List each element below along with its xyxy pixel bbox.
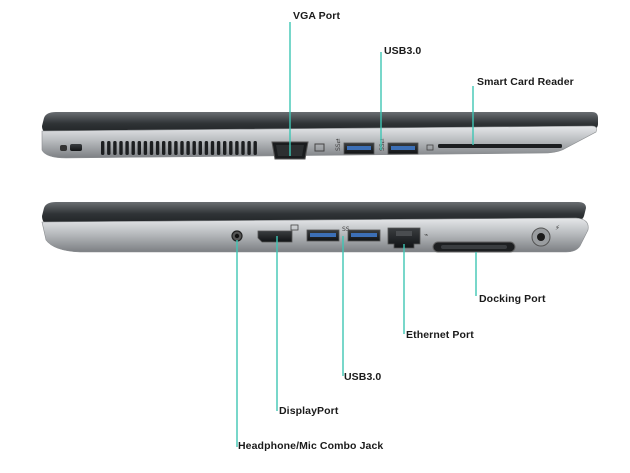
vent-slit [235, 141, 239, 155]
usb-bottom-label: USB3.0 [344, 371, 382, 383]
lock-slot [70, 144, 82, 151]
power-icon: ⚡ [555, 224, 560, 232]
usb-symbol-icon: SS [342, 226, 350, 233]
vent-slit [204, 141, 209, 155]
vent-slit [143, 141, 148, 155]
vent-slit [113, 141, 117, 155]
monitor-icon [314, 143, 325, 152]
vent-grille [101, 141, 257, 155]
vent-slit [155, 141, 160, 155]
vent-slit [186, 141, 190, 155]
network-icon: ⌁ [424, 231, 428, 239]
laptop-right-side-view: SS ⌁ ⚡ [41, 202, 589, 253]
headphone-jack-label: Headphone/Mic Combo Jack [238, 440, 384, 452]
vent-slit [149, 141, 154, 155]
leader-lines [236, 22, 477, 447]
vent-slit [131, 141, 135, 155]
displayport-label: DisplayPort [279, 405, 339, 417]
vent-slit [180, 141, 184, 155]
vent-slit [125, 141, 129, 155]
vent-slit [241, 141, 245, 155]
usb-top-label: USB3.0 [384, 45, 422, 57]
vent-slit [107, 141, 111, 155]
vent-slit [247, 141, 251, 155]
vent-slit [229, 141, 233, 155]
vent-slit [137, 141, 141, 155]
smart-card-slot [438, 144, 562, 148]
laptop-left-side-view: SS⇄ SS⇄ [41, 112, 598, 160]
vent-slit [162, 141, 166, 155]
docking-port-label: Docking Port [479, 293, 546, 305]
displayport-icon [290, 224, 299, 231]
vent-slit [253, 141, 257, 155]
smart-card-icon [426, 144, 434, 151]
vent-slit [198, 141, 202, 155]
vent-slit [174, 141, 178, 155]
vent-slit [101, 141, 105, 155]
vent-slit [223, 141, 227, 155]
vent-slit [210, 141, 215, 155]
vent-slit [192, 141, 196, 155]
vent-slit [168, 141, 172, 155]
usb-symbol-icon: SS⇄ [379, 138, 386, 151]
kensington-lock-icon [60, 145, 67, 151]
ethernet-port-label: Ethernet Port [406, 329, 474, 341]
usb-symbol-icon: SS⇄ [335, 138, 342, 151]
laptop-base-top [41, 125, 597, 159]
vga-port-label: VGA Port [293, 10, 341, 22]
vent-slit [216, 141, 221, 155]
displayport-port [257, 230, 293, 243]
vent-slit [119, 141, 123, 155]
smart-card-label: Smart Card Reader [477, 76, 574, 88]
